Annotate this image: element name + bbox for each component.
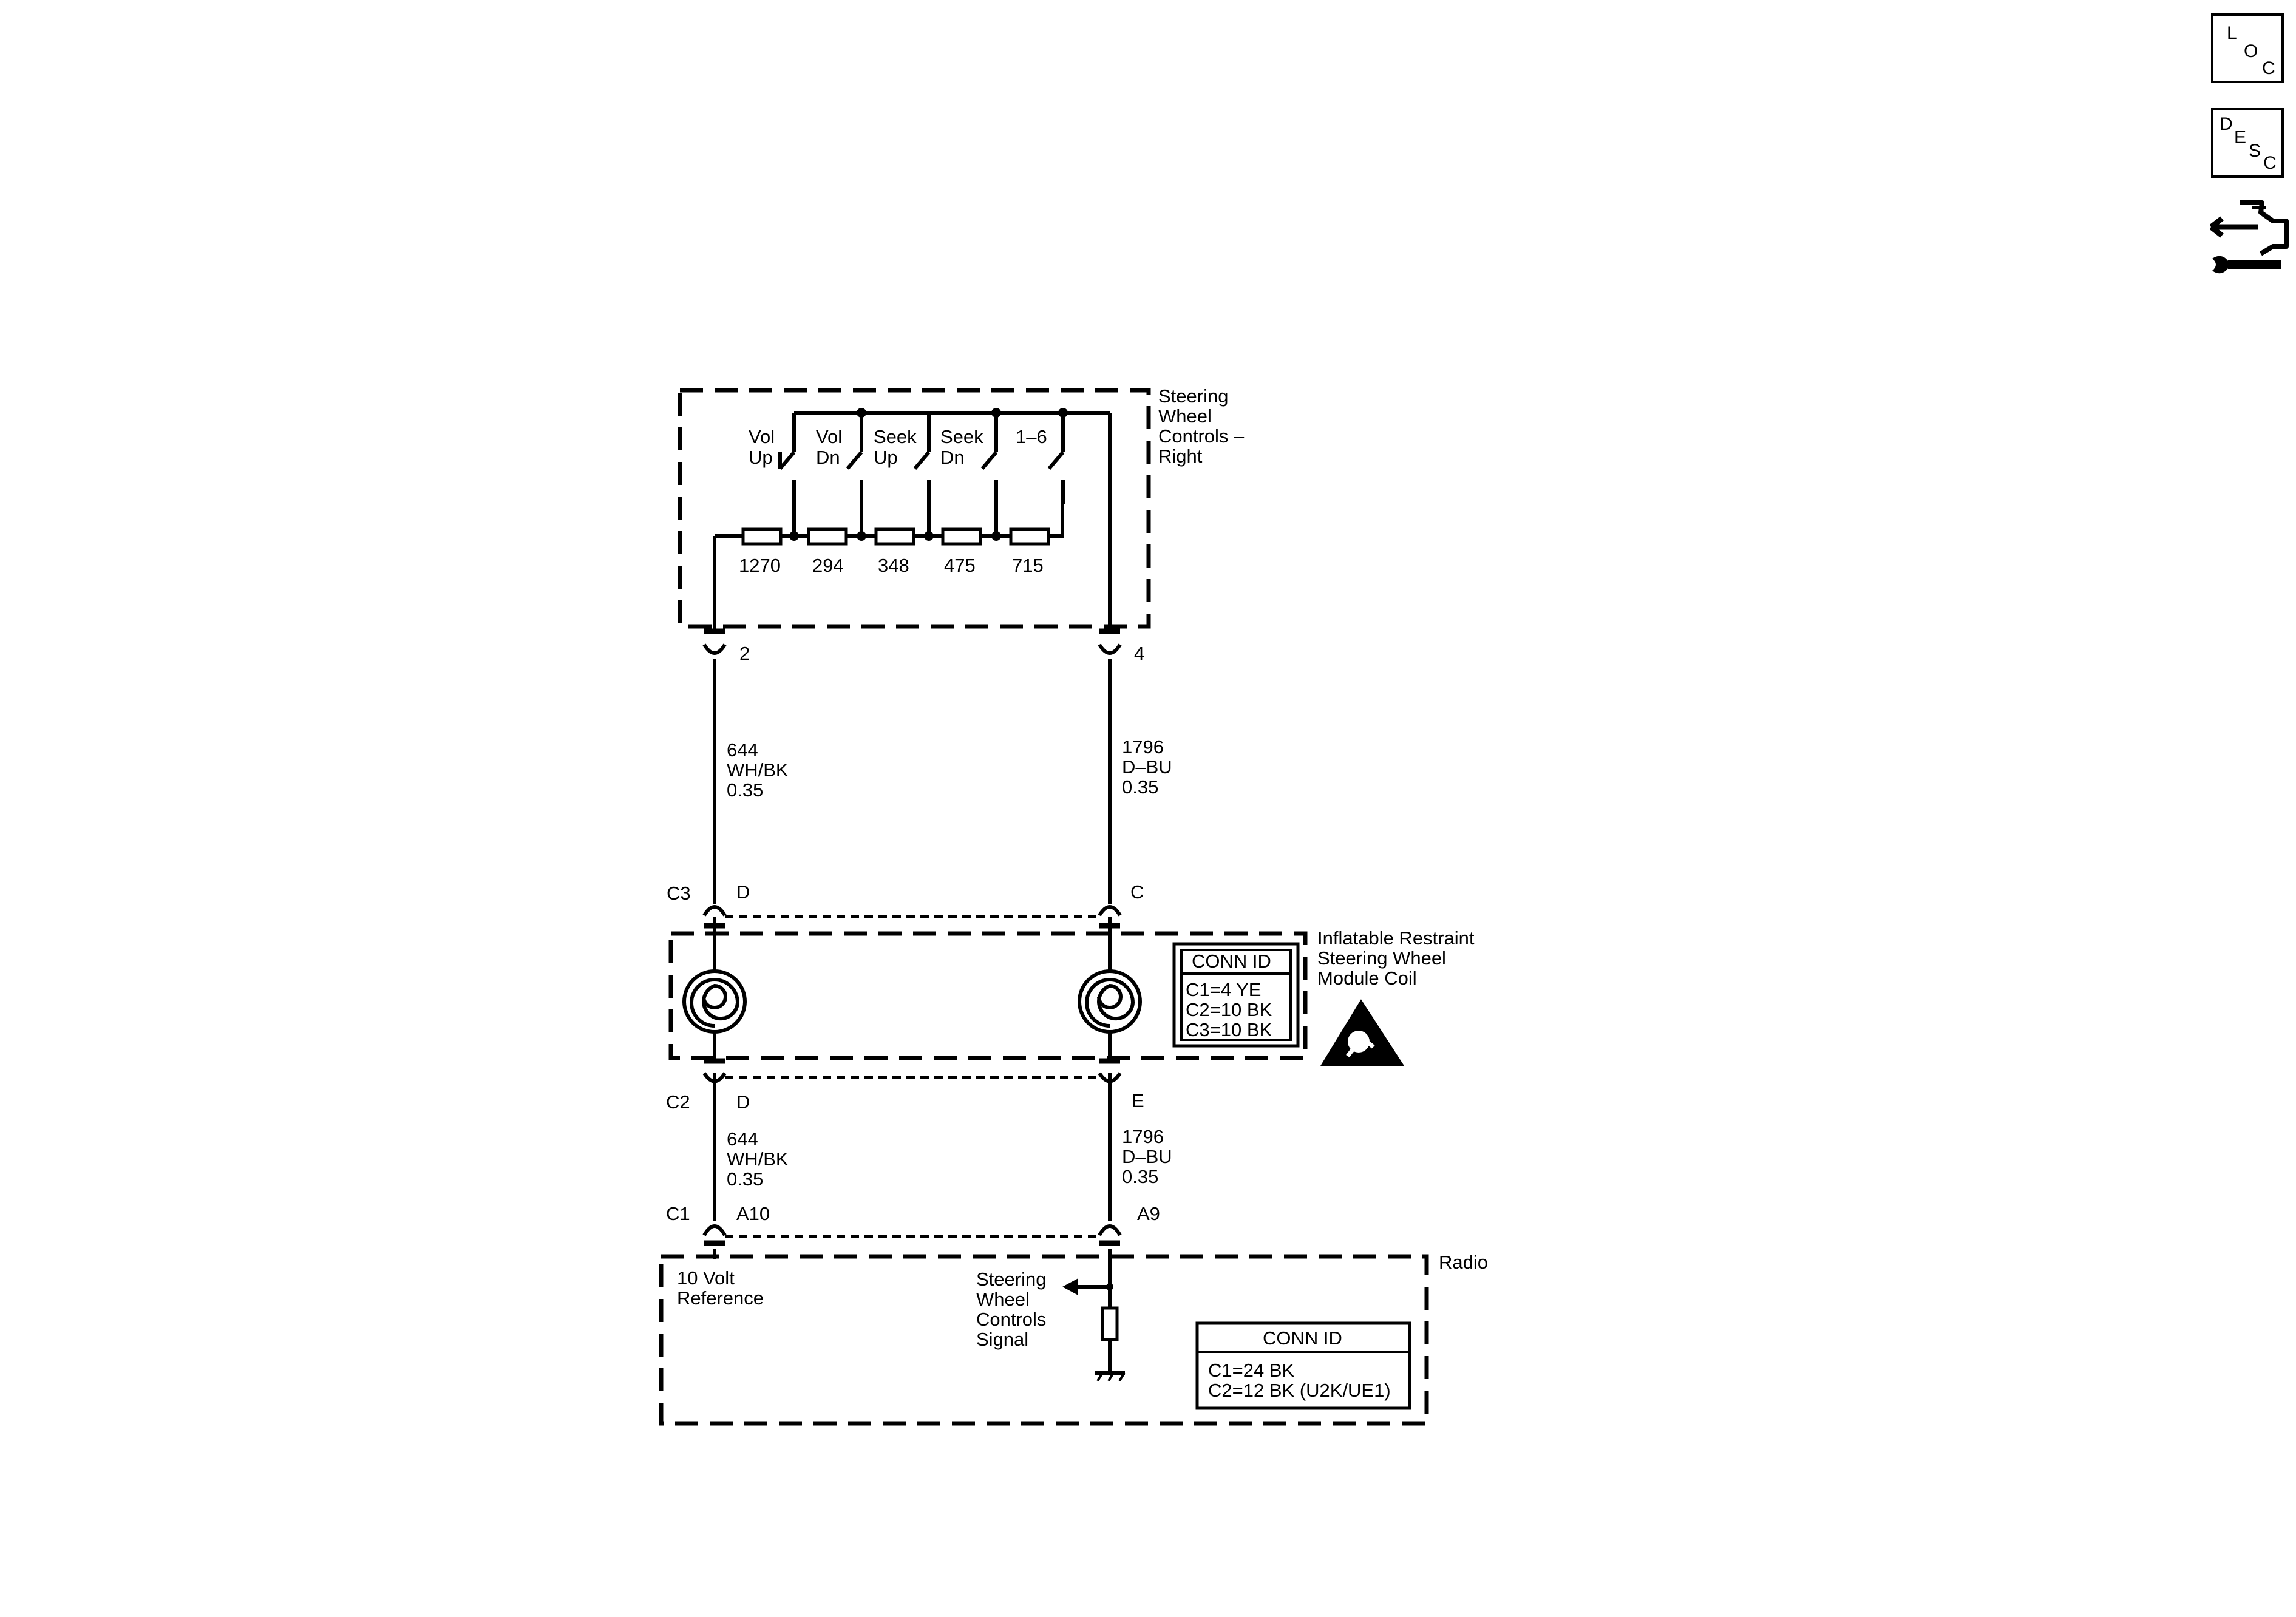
resistor-1270 [741,527,783,546]
clockspring-right [1078,926,1142,1061]
loc-letter-l: L [2227,23,2237,43]
radio-signal-line-3: Controls [976,1309,1046,1330]
radio-pin-a9: A9 [1137,1203,1160,1224]
resistor-value-715: 715 [1012,555,1044,576]
switch-seek-up-line-2: Up [874,447,898,468]
c3-pin-d: D [736,881,750,903]
resistor-value-294: 294 [812,555,844,576]
coil-title-line-3: Module Coil [1317,968,1417,989]
resistor-value-348: 348 [878,555,909,576]
connector-repair-button[interactable] [2209,194,2289,285]
coil-title-line-2: Steering Wheel [1317,947,1446,969]
desc-letter-e: E [2234,127,2247,147]
switch-vol-up-line-1: Vol [749,426,775,447]
c2-pin-e: E [1132,1090,1144,1111]
desc-button[interactable]: D E S C [2211,108,2284,178]
resistor-348 [874,527,915,546]
radio-conn-id-box [1195,1321,1411,1410]
switch-seek-up-line-1: Seek [874,426,917,447]
resistor-715 [1009,527,1050,546]
c3-pin-c: C [1130,881,1144,903]
switch-seek-dn-line-2: Dn [940,447,965,468]
swc-title-line-1: Steering [1158,385,1228,407]
switch-seek-dn-line-1: Seek [940,426,983,447]
wire-upper-left-size: 0.35 [727,779,763,801]
loc-letter-o: O [2244,41,2258,61]
wire-upper-right-size: 0.35 [1122,776,1158,798]
radio-title: Radio [1439,1252,1488,1273]
resistor-value-475: 475 [944,555,976,576]
radio-ref-line-2: Reference [677,1287,764,1309]
c2-connector-label: C2 [666,1091,690,1113]
wire-upper-left-circuit: 644 [727,739,758,761]
c3-connector-label: C3 [667,883,691,904]
wire-lower-left-size: 0.35 [727,1168,763,1190]
swc-pin-2: 2 [739,643,750,664]
swc-module-boundary [678,388,1151,629]
wire-upper-right-color: D–BU [1122,756,1172,778]
wire-lower-right-size: 0.35 [1122,1166,1158,1187]
radio-conn-id-row-c2: C2=12 BK (U2K/UE1) [1208,1380,1391,1401]
coil-conn-id-row-c3: C3=10 BK [1186,1019,1272,1040]
desc-letter-s: S [2249,141,2261,161]
radio-ref-line-1: 10 Volt [677,1267,735,1289]
c2-pin-d: D [736,1091,750,1113]
radio-pin-a10: A10 [736,1203,770,1224]
wire-lower-left-color: WH/BK [727,1148,789,1170]
loc-letter-c: C [2262,58,2275,78]
radio-conn-id-row-c1: C1=24 BK [1208,1360,1295,1381]
loc-button[interactable]: L O C [2211,13,2284,83]
coil-conn-id-row-c2: C2=10 BK [1186,999,1272,1020]
wire-upper-right-circuit: 1796 [1122,736,1164,758]
clockspring-left [682,926,747,1061]
connector-repair-icon [2209,200,2289,274]
radio-signal-line-1: Steering [976,1269,1046,1290]
swc-pin-4: 4 [1134,643,1144,664]
resistor-294 [807,527,848,546]
switch-vol-dn-line-2: Dn [816,447,840,468]
radio-signal-line-4: Signal [976,1329,1028,1350]
wire-lower-right-circuit: 1796 [1122,1126,1164,1147]
radio-signal-line-2: Wheel [976,1289,1030,1310]
swc-title-line-3: Controls – [1158,425,1245,447]
desc-letter-c: C [2263,153,2277,173]
desc-letter-d: D [2220,114,2233,134]
signal-arrow [1062,1278,1078,1295]
resistor-value-1270: 1270 [739,555,781,576]
radio-conn-id-title: CONN ID [1263,1327,1342,1349]
coil-conn-id-row-c1: C1=4 YE [1186,979,1261,1000]
resistor-475 [941,527,982,546]
wire-lower-right-color: D–BU [1122,1146,1172,1167]
c1-connector-label: C1 [666,1203,690,1224]
coil-title-line-1: Inflatable Restraint [1317,927,1475,949]
coil-conn-id-title: CONN ID [1192,951,1271,972]
coil-module-boundary [668,931,1308,1060]
switch-vol-up-line-2: Up [749,447,773,468]
swc-title-line-2: Wheel [1158,405,1212,427]
radio-pullup-resistor [1101,1306,1119,1341]
switch-vol-dn-line-1: Vol [816,426,842,447]
coil-conn-id-box [1172,942,1300,1048]
wire-upper-left-color: WH/BK [727,759,789,781]
swc-title-line-4: Right [1158,446,1203,467]
wire-lower-left-circuit: 644 [727,1128,758,1150]
switch-1-6: 1–6 [1016,426,1047,447]
